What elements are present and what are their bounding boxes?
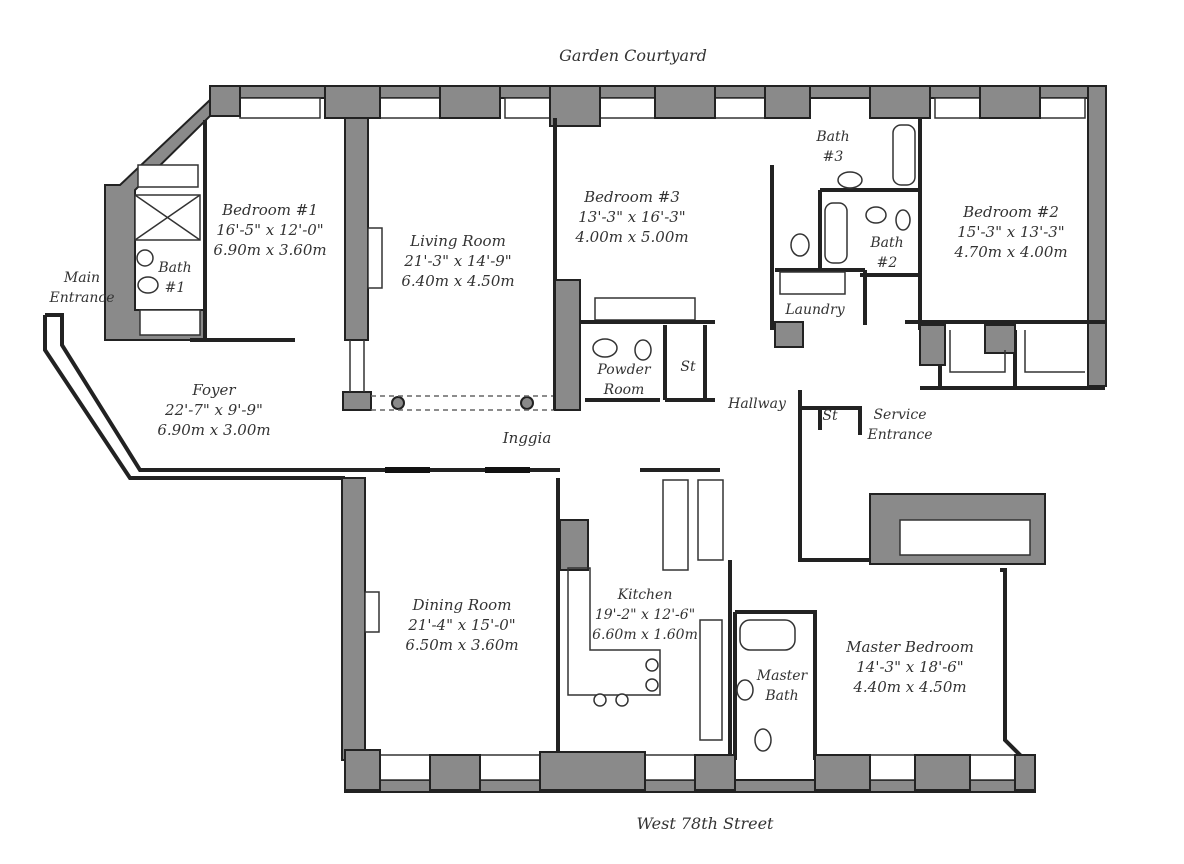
loggia-label: Inggia	[502, 429, 552, 447]
laundry-label: Laundry	[785, 302, 845, 318]
bath3-label: Bath#3	[816, 129, 850, 165]
storage-label-2: St	[822, 408, 838, 424]
street-label: West 78th Street	[636, 814, 774, 833]
living-left-wall	[344, 117, 369, 341]
hallway-label: Hallway	[728, 396, 786, 412]
bath1-label: Bath#1	[158, 260, 192, 296]
bottom-pillars	[344, 749, 1036, 791]
storage-label: St	[680, 359, 696, 375]
bath2-label: Bath#2	[870, 235, 904, 271]
garden-courtyard-label: Garden Courtyard	[559, 46, 707, 65]
top-pillars	[209, 85, 1107, 387]
